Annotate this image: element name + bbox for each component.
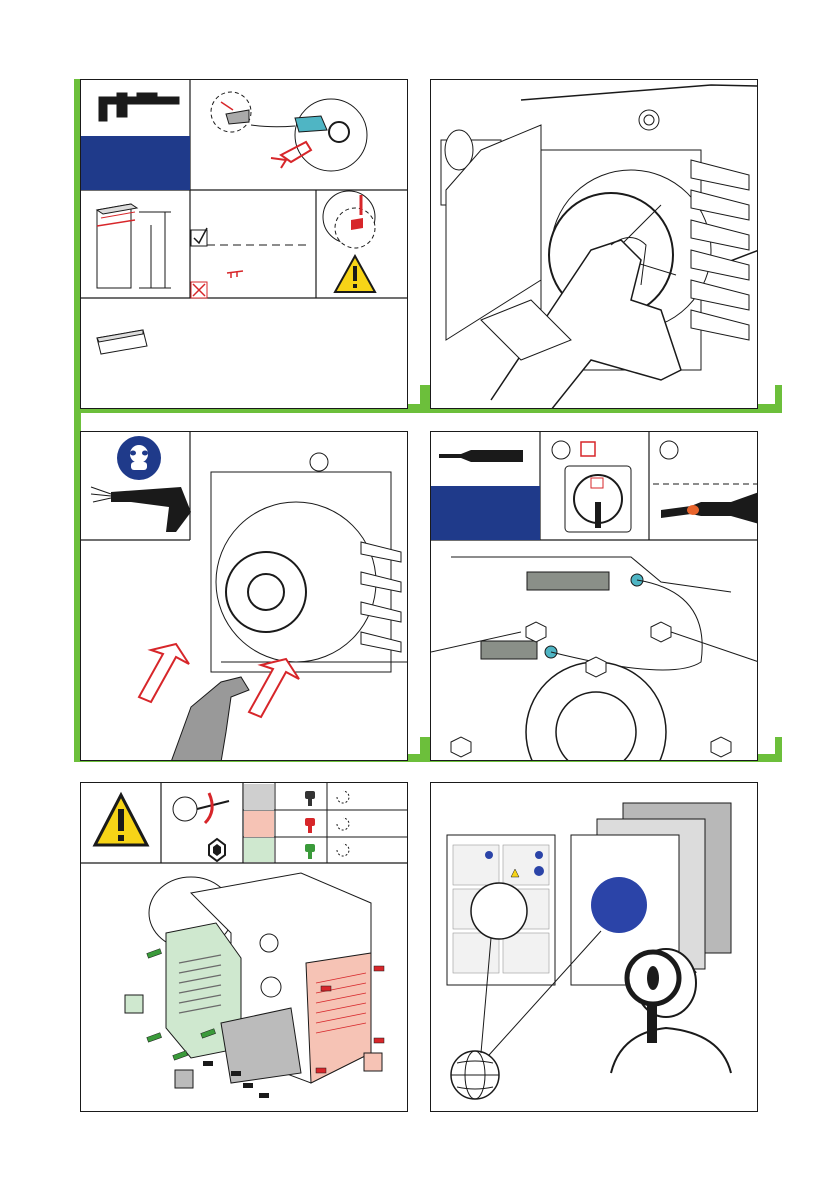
arrow-left (139, 644, 189, 702)
label-plate-lower (481, 641, 537, 659)
panel-clean-housing (430, 79, 758, 409)
navy-label-block-2 (431, 486, 540, 540)
green-frame-mid2 (420, 737, 430, 762)
screw-icon-red (305, 818, 315, 833)
panel-grease-bearings (430, 431, 758, 761)
air-gun-icon (91, 487, 191, 532)
legend-grey (175, 1070, 193, 1088)
legend-green (125, 995, 143, 1013)
panel-screws-torque (80, 782, 408, 1112)
rotate-icons (337, 791, 349, 856)
face-mask-icon (117, 436, 161, 480)
warning-icon-2 (95, 795, 147, 845)
grease-gun-icon (439, 450, 523, 462)
swatch-green (244, 838, 274, 862)
blue-circle (591, 877, 647, 933)
screw-icon-green (305, 844, 315, 859)
panel-documentation (430, 782, 758, 1112)
swatch-red (244, 811, 274, 837)
screw-icon-grey (305, 791, 315, 806)
label-plate-upper (527, 572, 609, 590)
torque-key-icon (173, 793, 229, 861)
swatch-grey (244, 784, 274, 810)
blow-out-drawing (81, 432, 408, 761)
panel-blow-out (80, 431, 408, 761)
red-side-cover (306, 953, 371, 1083)
measure-vanes-drawing (81, 80, 408, 409)
clean-housing-drawing (431, 80, 758, 409)
magnifier-icon (611, 949, 731, 1073)
caliper-icon (99, 93, 179, 121)
warning-icon (335, 256, 375, 292)
grease-bearings-drawing (431, 432, 758, 761)
green-frame-mid (420, 385, 430, 413)
documentation-drawing (431, 783, 758, 1112)
navy-label-block (81, 136, 190, 190)
legend-red (364, 1053, 382, 1071)
screws-torque-drawing (81, 783, 408, 1112)
green-frame-right-2 (775, 737, 782, 762)
green-frame-right-1 (775, 385, 782, 413)
globe-icon (451, 1051, 499, 1099)
panel-measure-vanes (80, 79, 408, 409)
